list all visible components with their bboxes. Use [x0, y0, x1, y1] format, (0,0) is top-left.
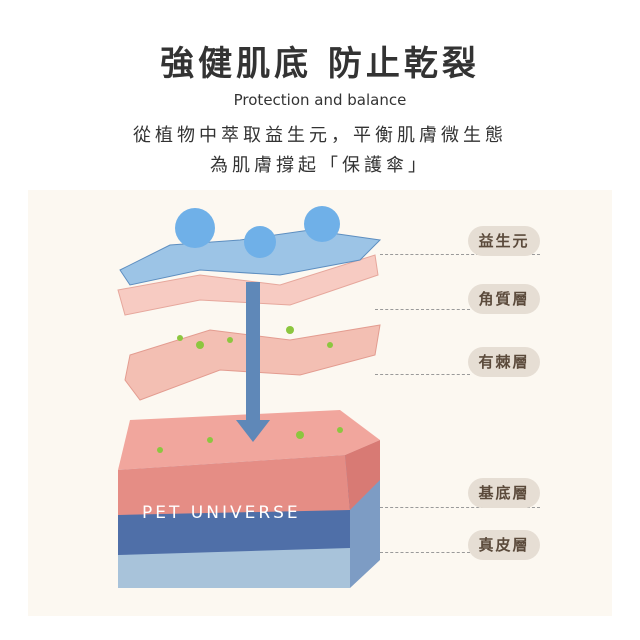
- watermark-brand: PET UNIVERSE: [142, 503, 301, 523]
- label-stratum-corneum: 角質層: [468, 284, 540, 314]
- leader-line: [375, 309, 470, 310]
- leader-line: [380, 507, 540, 508]
- leader-line: [375, 374, 470, 375]
- arrow-shaft: [246, 282, 260, 422]
- subtitle-english: Protection and balance: [233, 91, 407, 109]
- subtitle-chinese-line1: 從植物中萃取益生元，平衡肌膚微生態: [133, 125, 507, 146]
- leader-line: [380, 552, 470, 553]
- subtitle-chinese-line2: 為肌膚撐起「保護傘」: [210, 155, 430, 176]
- arrow-head-icon: [236, 420, 270, 442]
- label-spinous-layer: 有棘層: [468, 347, 540, 377]
- label-basal-layer: 基底層: [468, 478, 540, 508]
- dermis-block: [118, 410, 380, 588]
- label-dermis: 真皮層: [468, 530, 540, 560]
- leader-line: [380, 254, 540, 255]
- probiotic-mascot-icons: [175, 206, 340, 258]
- label-prebiotic: 益生元: [468, 226, 540, 256]
- probiotic-dots: [157, 326, 343, 453]
- page-title: 強健肌底 防止乾裂: [160, 44, 480, 84]
